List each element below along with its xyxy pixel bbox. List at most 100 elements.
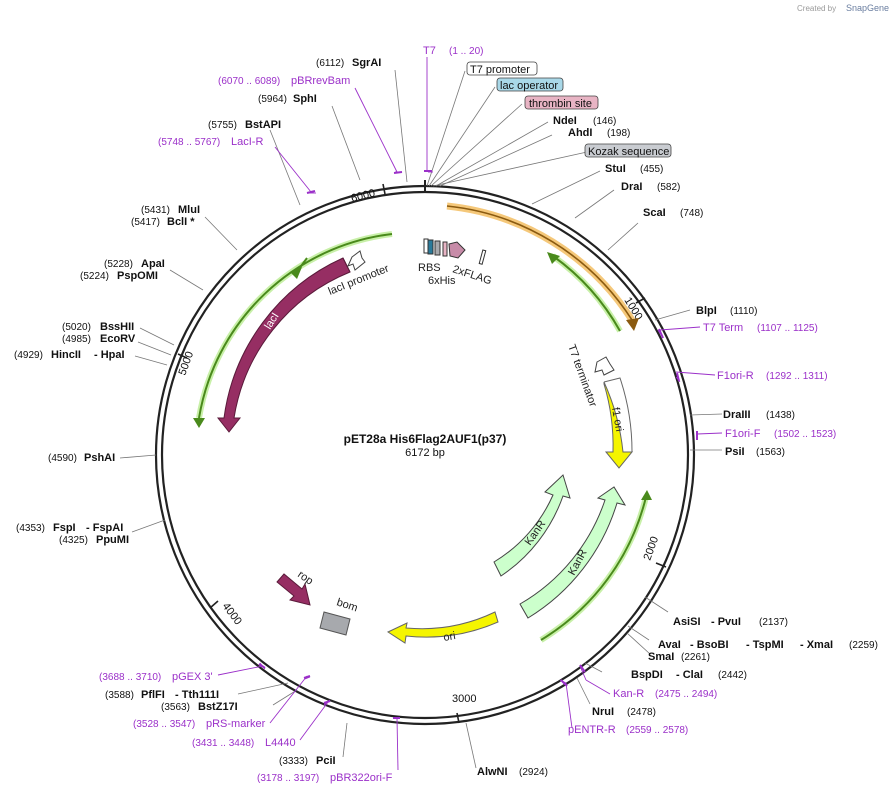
pos-smai: (2261) — [681, 652, 710, 663]
primer-l4440-pos: (3431 .. 3448) — [192, 738, 254, 749]
primer-marks — [258, 170, 698, 719]
primer-laci-r: LacI-R — [231, 136, 263, 148]
primer-pentr-r: pENTR-R — [568, 724, 616, 736]
enzyme-bcli: BclI * — [167, 216, 195, 228]
primer-t7-term-pos: (1107 .. 1125) — [757, 323, 818, 334]
rbs-label: RBS — [418, 262, 441, 274]
enzyme-sgrai: SgrAI — [352, 57, 381, 69]
enzyme-ecorv: EcoRV — [100, 333, 136, 345]
pos-stui: (455) — [640, 164, 663, 175]
primer-f1ori-f-pos: (1502 .. 1523) — [774, 429, 836, 440]
enzyme-fspai: - FspAI — [86, 522, 123, 534]
pos-drai: (582) — [657, 182, 680, 193]
enzyme-labels: (6112) SgrAI (5964) SphI (5755) BstAPI (… — [14, 57, 878, 778]
primer-labels: T7 (1 .. 20) (6070 .. 6089) pBRrevBam (5… — [99, 45, 836, 784]
primer-prs-marker-pos: (3528 .. 3547) — [133, 719, 195, 730]
bom-feature: bom — [319, 596, 359, 636]
pos-fspi: (4353) — [16, 523, 45, 534]
primer-lines — [217, 57, 723, 771]
enzyme-pshai: PshAI — [84, 452, 115, 464]
pos-ahdi: (198) — [607, 128, 630, 139]
primer-kan-r: Kan-R — [613, 688, 644, 700]
primer-pbr322ori-f-pos: (3178 .. 3197) — [257, 773, 319, 784]
green-arrow-right-bottom — [539, 490, 652, 643]
pos-bstapi: (5755) — [208, 120, 237, 131]
pos-bstz17i: (3563) — [161, 702, 190, 713]
primer-pentr-r-pos: (2559 .. 2578) — [626, 725, 688, 736]
enzyme-ppumi: PpuMI — [96, 534, 129, 546]
enzyme-ndei: NdeI — [553, 115, 577, 127]
enzyme-mlui: MluI — [178, 204, 200, 216]
enzyme-bstapi: BstAPI — [245, 119, 281, 131]
enzyme-tspmi: - TspMI — [746, 639, 784, 651]
pos-pspomi: (5224) — [80, 271, 109, 282]
pos-sgrai: (6112) — [316, 58, 344, 69]
enzyme-fspi: FspI — [53, 522, 76, 534]
pos-nrui: (2478) — [627, 707, 656, 718]
enzyme-tth111i: - Tth111I — [175, 689, 219, 701]
enzyme-drai: DraI — [621, 181, 642, 193]
primer-f1ori-r-pos: (1292 .. 1311) — [766, 371, 828, 382]
primer-laci-r-pos: (5748 .. 5767) — [158, 137, 220, 148]
pos-ecorv: (4985) — [62, 334, 91, 345]
pos-scai: (748) — [680, 208, 703, 219]
enzyme-stui: StuI — [605, 163, 626, 175]
laci-feature: lacI — [216, 257, 351, 433]
enzyme-ahdi: AhdI — [568, 127, 592, 139]
enzyme-asisi: AsiSI — [673, 616, 701, 628]
box-lac-operator: lac operator — [500, 80, 558, 92]
f1-ori: f1 ori — [603, 377, 634, 469]
enzyme-pvui: - PvuI — [711, 616, 741, 628]
bom-label: bom — [335, 596, 359, 614]
pos-ndei: (146) — [593, 116, 616, 127]
primer-pbrrevbam: pBRrevBam — [291, 75, 350, 87]
enzyme-pspomi: PspOMI — [117, 270, 158, 282]
plasmid-name: pET28a His6Flag2AUF1(p37) — [344, 432, 507, 446]
his6-label: 6xHis — [428, 275, 456, 287]
enzyme-nrui: NruI — [592, 706, 614, 718]
t7-terminator: T7 terminator — [565, 343, 615, 409]
green-arrow-left — [193, 231, 393, 428]
pos-apai: (5228) — [104, 259, 133, 270]
enzyme-bspdi: BspDI — [631, 669, 663, 681]
mcs-features: RBS 6xHis 2xFLAG — [418, 238, 493, 287]
pos-draiii: (1438) — [766, 410, 795, 421]
tick-2000: 2000 — [642, 535, 662, 562]
pos-ppumi: (4325) — [59, 535, 88, 546]
pos-pcii: (3333) — [279, 756, 308, 767]
primer-t7-term: T7 Term — [703, 322, 743, 334]
enzyme-smai: SmaI — [648, 651, 674, 663]
backbone-inner — [160, 190, 690, 720]
enzyme-apai: ApaI — [141, 258, 165, 270]
pos-bsshii: (5020) — [62, 322, 91, 333]
pos-pvui: (2137) — [759, 617, 788, 628]
primer-f1ori-f: F1ori-F — [725, 428, 761, 440]
ori-feature: ori — [386, 611, 499, 644]
primer-prs-marker: pRS-marker — [206, 718, 266, 730]
enzyme-hincii: HincII — [51, 349, 81, 361]
snapgene-logo: SnapGene — [846, 3, 889, 13]
enzyme-sphi: SphI — [293, 93, 317, 105]
orange-arrow — [446, 202, 639, 331]
enzyme-xmai: - XmaI — [800, 639, 833, 651]
pos-alwni: (2924) — [519, 767, 548, 778]
leader-lines — [119, 69, 723, 769]
primer-pgex3: pGEX 3' — [172, 671, 213, 683]
primer-pbrrevbam-pos: (6070 .. 6089) — [218, 76, 280, 87]
pos-xmai: (2259) — [849, 640, 878, 651]
pos-bspdi: (2442) — [718, 670, 747, 681]
box-thrombin: thrombin site — [529, 98, 592, 110]
pos-bcli: (5417) — [131, 217, 160, 228]
credit-text: Created by — [797, 4, 836, 13]
t7-terminator-label: T7 terminator — [565, 343, 599, 409]
tick-3000: 3000 — [452, 693, 476, 705]
flag-label: 2xFLAG — [451, 263, 493, 287]
boxed-features: T7 promoter lac operator thrombin site K… — [466, 61, 672, 158]
pos-hincii: (4929) — [14, 350, 43, 361]
enzyme-bstz17i: BstZ17I — [198, 701, 238, 713]
primer-kan-r-pos: (2475 .. 2494) — [655, 689, 717, 700]
kanr-feature-outer: KanR — [519, 486, 627, 619]
primer-f1ori-r: F1ori-R — [717, 370, 754, 382]
enzyme-psii: PsiI — [725, 446, 745, 458]
enzyme-pcii: PciI — [316, 755, 336, 767]
